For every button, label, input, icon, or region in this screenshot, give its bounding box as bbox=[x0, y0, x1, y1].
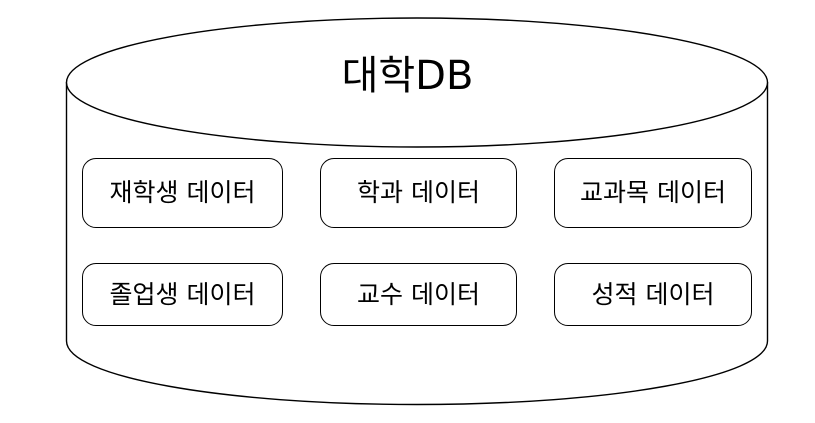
entity-label: 성적 데이터 bbox=[591, 279, 715, 309]
entity-box-grid: 재학생 데이터 학과 데이터 교과목 데이터 졸업생 데이터 교수 데이터 성적… bbox=[82, 158, 754, 326]
entity-label: 재학생 데이터 bbox=[109, 178, 256, 207]
entity-box-professor[interactable]: 교수 데이터 bbox=[320, 263, 517, 326]
cylinder-top-ellipse bbox=[65, 17, 769, 148]
cylinder-body-path bbox=[65, 81, 769, 406]
entity-box-grade[interactable]: 성적 데이터 bbox=[554, 263, 752, 326]
entity-label: 교수 데이터 bbox=[357, 279, 480, 309]
entity-box-enrolled-student[interactable]: 재학생 데이터 bbox=[82, 158, 283, 228]
entity-label: 교과목 데이터 bbox=[580, 178, 726, 207]
entity-box-department[interactable]: 학과 데이터 bbox=[320, 158, 517, 228]
database-title: 대학DB bbox=[341, 53, 474, 99]
entity-box-course[interactable]: 교과목 데이터 bbox=[554, 158, 752, 228]
entity-label: 졸업생 데이터 bbox=[109, 279, 256, 309]
entity-label: 학과 데이터 bbox=[357, 178, 480, 207]
entity-box-graduate[interactable]: 졸업생 데이터 bbox=[82, 263, 283, 326]
